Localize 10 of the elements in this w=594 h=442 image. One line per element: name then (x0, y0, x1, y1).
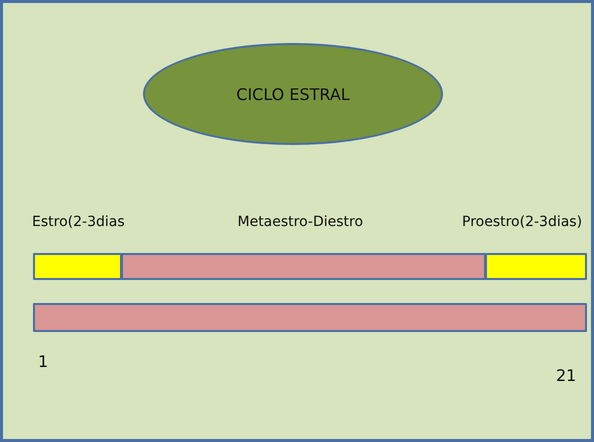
timeline-bar-segment (121, 253, 486, 280)
title-text: CICLO ESTRAL (236, 84, 350, 104)
timeline-bar-segment (485, 253, 587, 280)
day-number: 21 (556, 366, 576, 385)
phase-label: Proestro(2-3dias) (462, 214, 582, 230)
phase-label: Metaestro-Diestro (238, 214, 364, 230)
timeline-bar-segment (33, 303, 587, 332)
timeline-bar-segment (33, 253, 122, 280)
phase-label: Estro(2-3dias (32, 214, 125, 230)
day-number: 1 (38, 352, 48, 371)
